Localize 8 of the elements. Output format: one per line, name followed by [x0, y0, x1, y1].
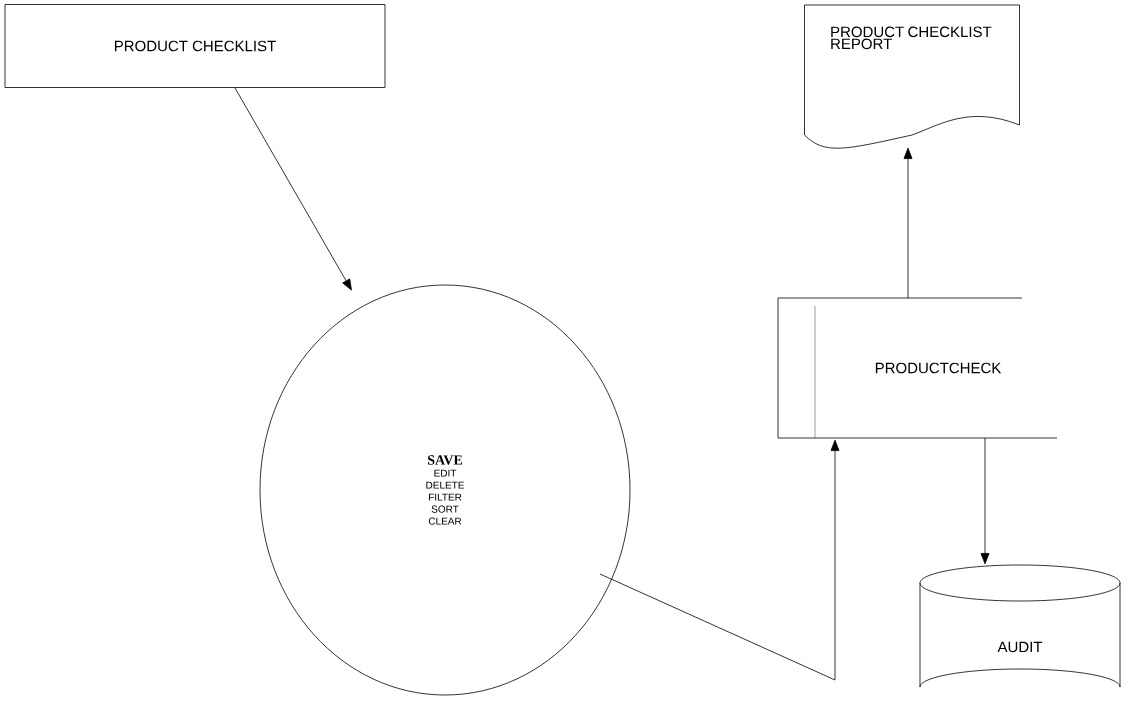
data-store: PRODUCTCHECK	[777, 297, 1058, 439]
arrow	[234, 87, 352, 291]
arrow	[599, 439, 840, 681]
arrow	[980, 437, 990, 565]
arrow	[903, 147, 913, 299]
node-label: AUDIT	[997, 641, 1043, 653]
process-box: PRODUCT CHECKLIST	[4, 4, 386, 88]
database-cylinder: AUDIT	[919, 564, 1121, 688]
